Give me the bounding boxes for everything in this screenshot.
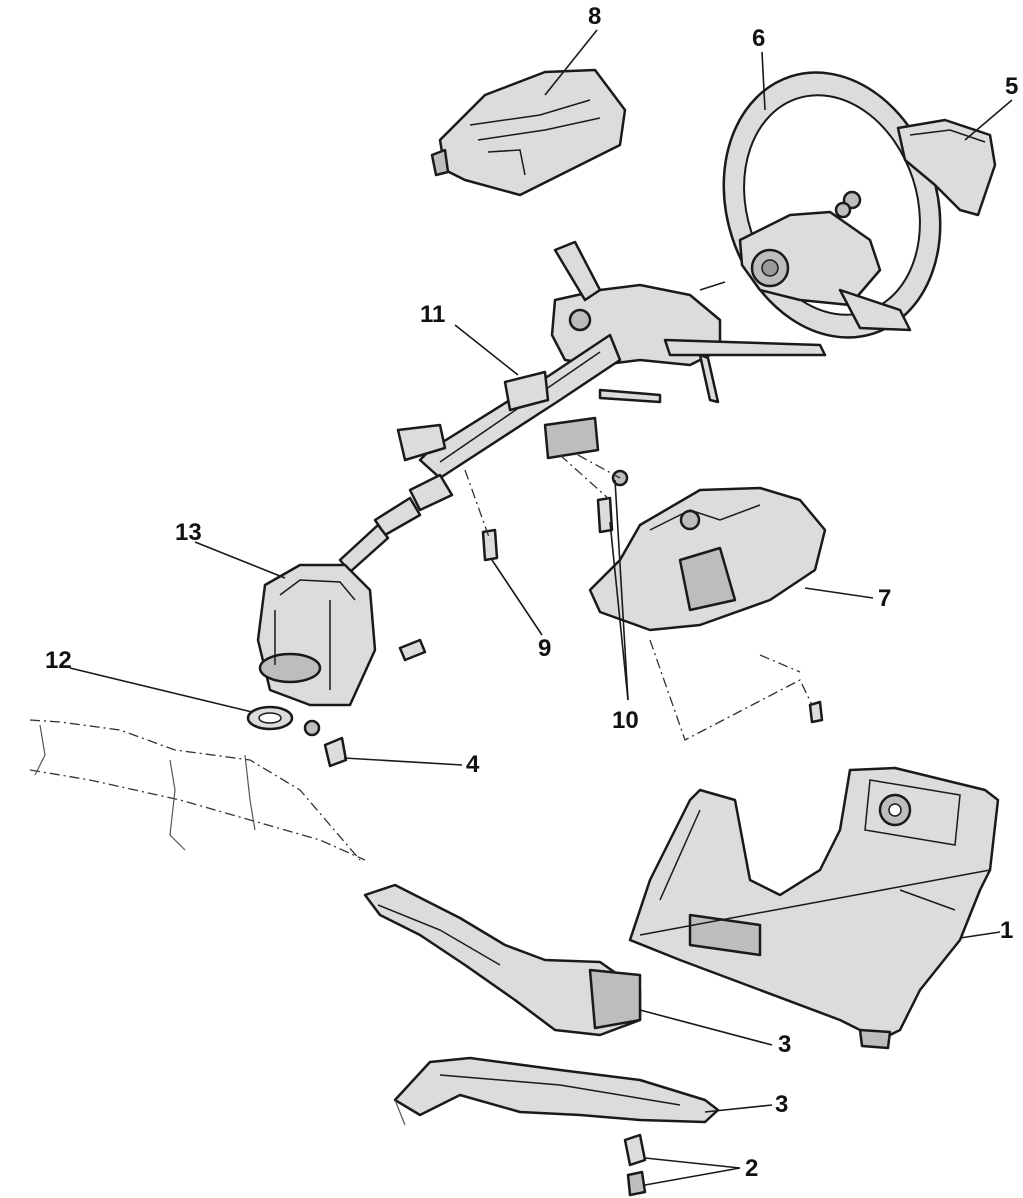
callout-10: 10: [612, 707, 639, 734]
callout-6: 6: [752, 25, 765, 52]
leader-lines: [69, 29, 1013, 1186]
upper-column-cover: [430, 68, 627, 197]
air-duct-lower: [393, 1056, 720, 1126]
callout-4: 4: [466, 751, 480, 778]
lower-column-cover: [588, 486, 827, 632]
steering-wheel: [722, 71, 942, 339]
air-duct-upper: [363, 883, 642, 1037]
callout-7: 7: [878, 585, 891, 612]
callout-labels: 8 6 5 11 13 7 9 12 10 4 1 3 3 2: [45, 3, 1018, 1182]
callout-1: 1: [1000, 917, 1013, 944]
callout-3-lower: 3: [775, 1091, 788, 1118]
lower-dash-panel: [628, 766, 1000, 1050]
assembly-lines: [29, 454, 813, 861]
callout-3-upper: 3: [778, 1031, 791, 1058]
callout-11: 11: [420, 301, 445, 328]
steering-column-shaft: [338, 333, 622, 574]
callout-13: 13: [175, 519, 202, 546]
callout-5: 5: [1005, 73, 1018, 100]
callout-8: 8: [588, 3, 601, 30]
horn-pad: [896, 118, 997, 217]
retaining-clips: [623, 1133, 647, 1197]
callout-9: 9: [538, 635, 551, 662]
callout-12: 12: [45, 647, 72, 674]
column-boot: [256, 563, 377, 707]
seal-ring: [246, 705, 294, 731]
callout-2: 2: [745, 1155, 758, 1182]
